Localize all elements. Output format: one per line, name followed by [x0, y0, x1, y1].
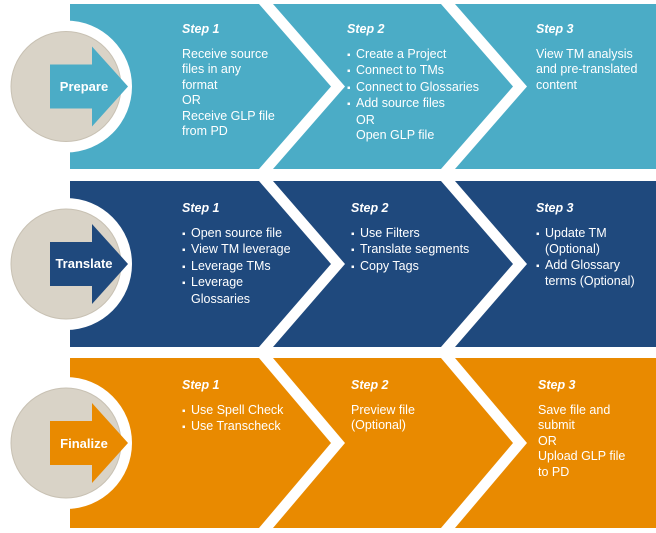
prepare-arrow-icon — [50, 46, 128, 127]
step-title: Step 3 — [536, 201, 574, 215]
bullet-item: Copy Tags — [351, 259, 469, 276]
step-title: Step 2 — [351, 201, 389, 215]
step-title: Step 1 — [182, 378, 220, 392]
band-segment-finalize-2 — [273, 358, 513, 528]
finalize-step-2: Step 2 Preview file(Optional) — [351, 378, 415, 434]
translate-arrow-icon — [50, 224, 128, 304]
step-text-line: Save file and — [538, 402, 611, 417]
step-text-line: View TM analysis — [536, 46, 633, 61]
step-title: Step 3 — [536, 22, 574, 36]
step-text-line: content — [536, 77, 578, 92]
step-text-line: Upload GLP file — [538, 449, 626, 463]
step-text-line: (Optional) — [545, 242, 600, 256]
band-segment-finalize-1 — [70, 358, 331, 528]
band-segment-finalize-3 — [455, 358, 656, 528]
bullet-item: View TM leverage — [182, 242, 291, 259]
band-segment-prepare-3 — [455, 4, 656, 169]
step-text-line: format — [182, 77, 218, 92]
step-text-line: OR — [356, 112, 375, 127]
finalize-step-1: Step 1 Use Spell CheckUse Transcheck — [182, 378, 283, 436]
step-title: Step 2 — [351, 378, 389, 392]
step-text-line: and pre-translated — [536, 62, 638, 76]
step-text-line: Receive GLP file — [182, 108, 275, 123]
step-title: Step 3 — [538, 378, 576, 392]
bullet-item: Open source file — [182, 226, 291, 243]
step-text-line: to PD — [538, 464, 570, 479]
step-text-line: Open GLP file — [356, 128, 435, 142]
bullet-item: Leverage — [182, 275, 291, 292]
bullet-item: Leverage TMs — [182, 259, 291, 276]
bullet-item: Use Spell Check — [182, 403, 283, 420]
prepare-step-2: Step 2 Create a ProjectConnect to TMsConn… — [347, 22, 479, 144]
translate-step-1: Step 1Open source fileView TM leverageLe… — [182, 201, 291, 307]
translate-step-3: Step 3 Update TM(Optional) Add Glossaryter… — [536, 201, 635, 290]
bullet-item: Use Filters — [351, 226, 469, 243]
translate-step-2: Step 2 Use FiltersTranslate segmentsCopy … — [351, 201, 469, 275]
phase-label-translate: Translate — [55, 256, 113, 271]
step-title: Step 1 — [182, 22, 220, 36]
step-text-line: (Optional) — [351, 418, 406, 432]
bullet-item: Create a Project — [347, 47, 479, 64]
step-text-line: submit — [538, 418, 575, 432]
finalize-arrow-icon — [50, 403, 128, 483]
step-text-line: Preview file — [351, 402, 415, 417]
bullet-item: Use Transcheck — [182, 419, 283, 436]
bullet-item: Add Glossary — [536, 258, 635, 275]
step-text-line: OR — [538, 433, 557, 448]
band-segment-prepare-1 — [70, 4, 331, 169]
step-text-line: Receive source — [182, 46, 269, 61]
bullet-item: Translate segments — [351, 242, 469, 259]
bullet-item: Connect to Glossaries — [347, 80, 479, 97]
step-text-line: from PD — [182, 124, 228, 138]
bullet-item: Update TM — [536, 226, 635, 243]
step-text-line: files in any — [182, 62, 242, 76]
step-title: Step 1 — [182, 201, 220, 215]
bullet-item: Connect to TMs — [347, 63, 479, 80]
step-text-line: Glossaries — [191, 291, 251, 306]
phase-label-prepare: Prepare — [59, 79, 109, 94]
phase-label-finalize: Finalize — [60, 436, 108, 451]
bullet-item: Add source files — [347, 96, 479, 113]
step-text-line: OR — [182, 93, 201, 107]
step-title: Step 2 — [347, 22, 385, 36]
step-text-line: terms (Optional) — [545, 274, 635, 288]
